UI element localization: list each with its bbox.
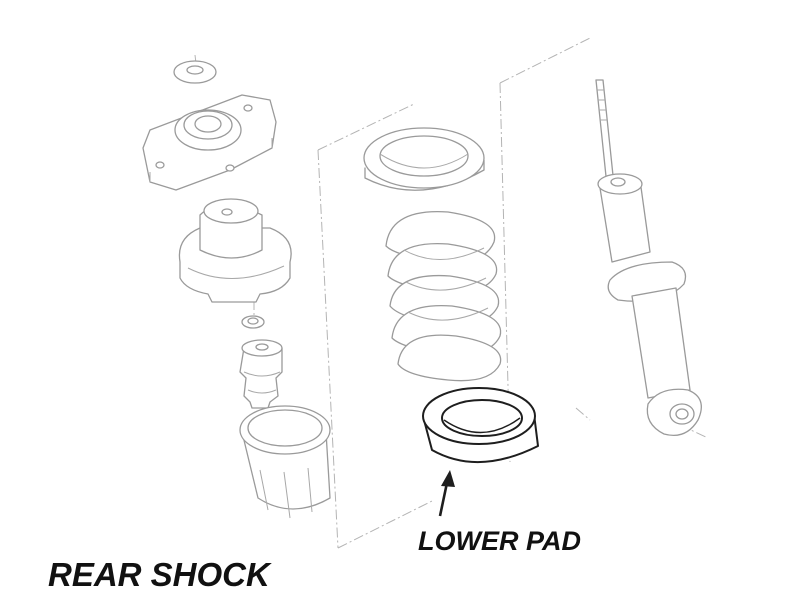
upper-spring-seat [363, 127, 485, 191]
callout-label-lower-pad: LOWER PAD [418, 526, 581, 556]
bump-stop-cup [178, 198, 292, 303]
diagram-title: REAR SHOCK [48, 556, 270, 593]
dust-boot [239, 405, 331, 519]
lower-pad-part [422, 387, 539, 464]
coil-spring [385, 210, 502, 382]
callout-arrow [438, 470, 455, 517]
upper-mount-plate [142, 94, 277, 191]
top-washer [173, 60, 217, 84]
rubber-ring [241, 315, 265, 329]
shock-absorber [595, 79, 702, 437]
bump-stop [239, 339, 283, 409]
